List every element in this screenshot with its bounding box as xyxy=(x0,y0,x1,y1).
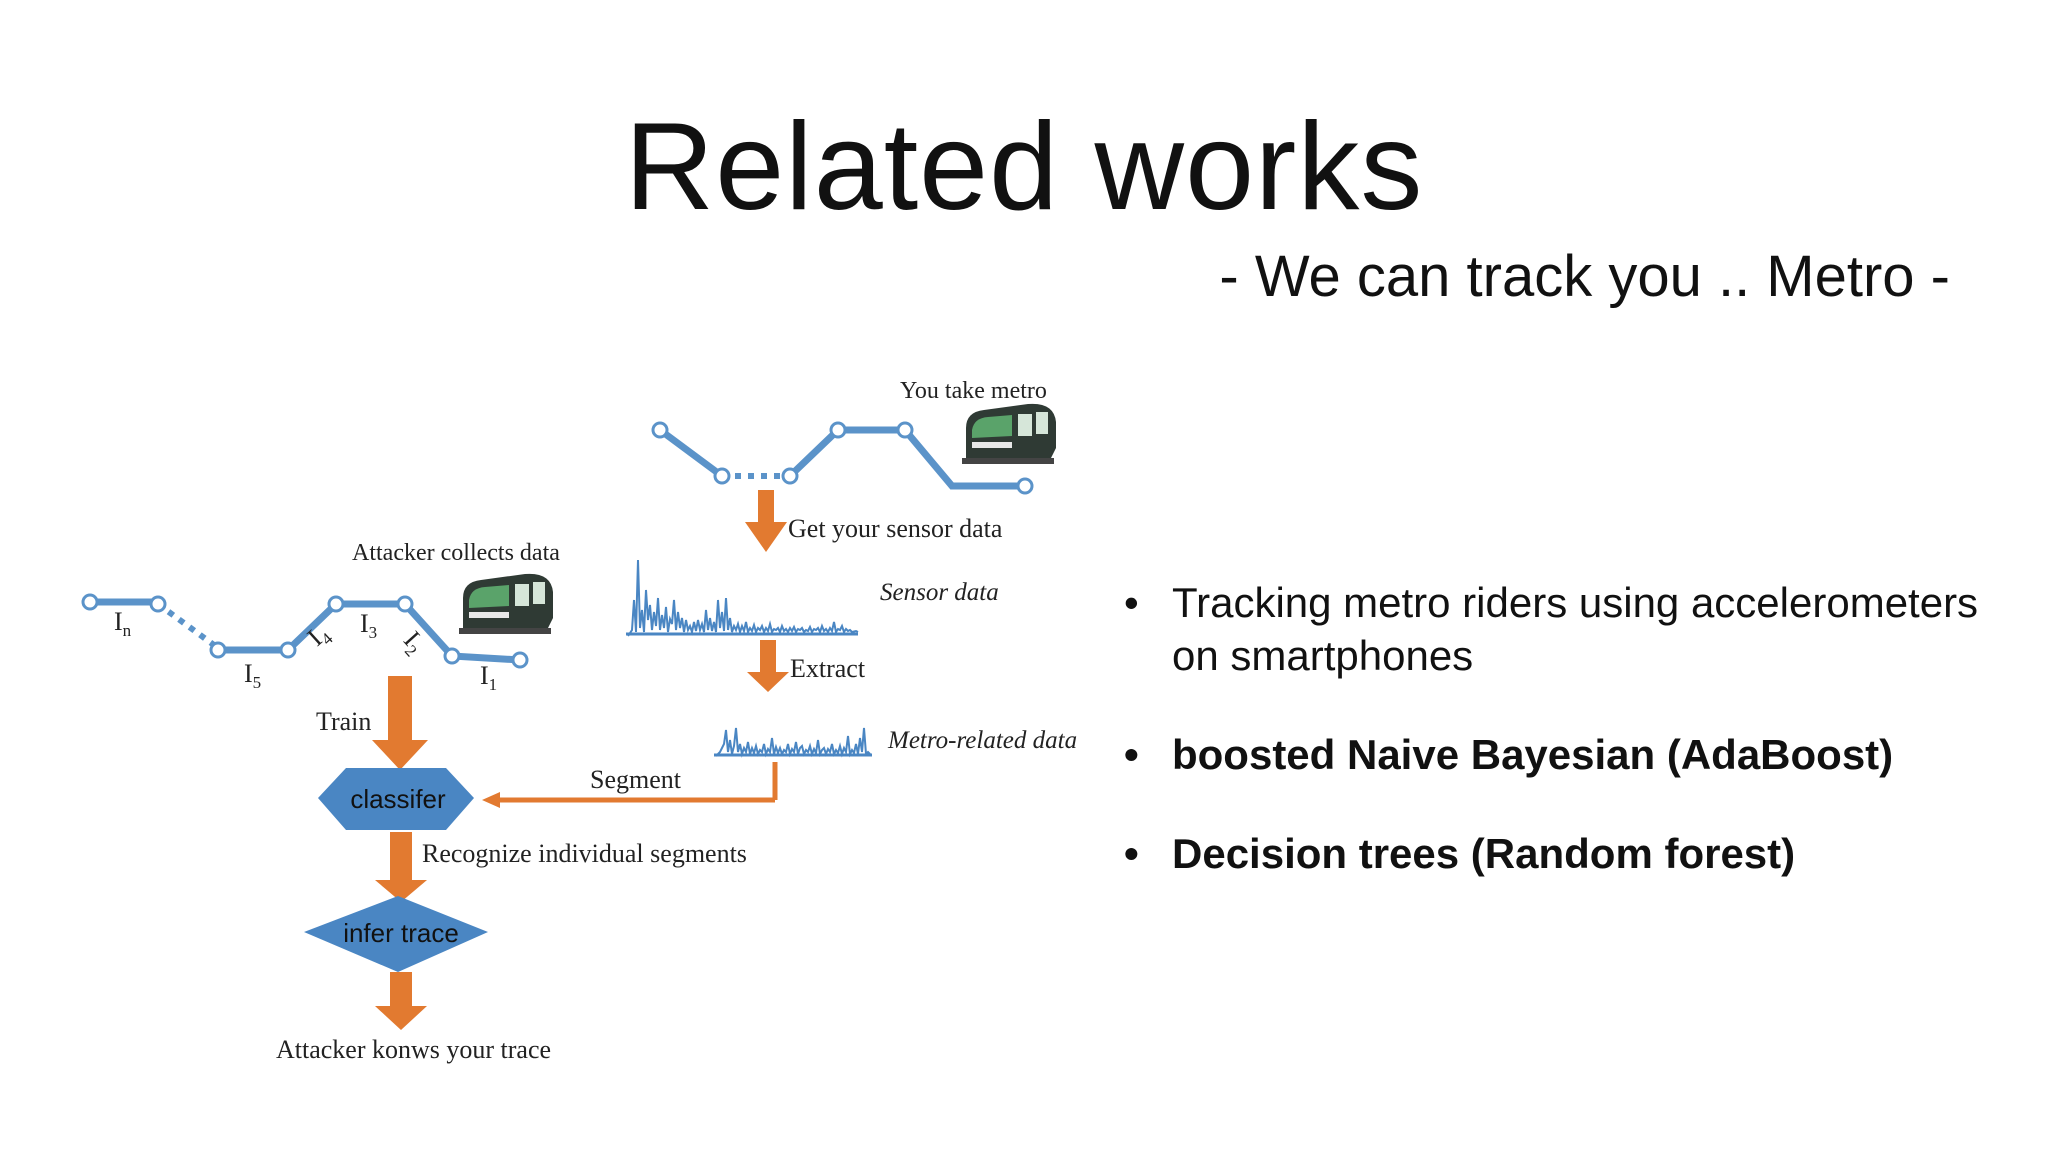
label-you-take-metro: You take metro xyxy=(900,378,1047,404)
bullet-list: • Tracking metro riders using accelerome… xyxy=(1112,576,2012,880)
interval-labels: In I5 I4 I3 I2 I1 xyxy=(114,607,497,694)
label-extract: Extract xyxy=(790,654,866,683)
arrow-train xyxy=(372,676,428,770)
arrow-segment xyxy=(482,762,778,808)
interval-label-1: I1 xyxy=(480,661,497,694)
bullet-icon: • xyxy=(1124,579,1139,626)
label-attacker-collects: Attacker collects data xyxy=(352,540,560,566)
bullet-item: • boosted Naive Bayesian (AdaBoost) xyxy=(1112,728,2012,781)
label-segment: Segment xyxy=(590,765,682,794)
label-classifier: classifer xyxy=(350,784,446,814)
interval-label-5: I5 xyxy=(244,659,261,692)
bullet-item: • Tracking metro riders using accelerome… xyxy=(1112,576,2012,682)
arrow-get-sensor-data xyxy=(745,490,787,552)
label-recognize: Recognize individual segments xyxy=(422,839,747,868)
bullet-text: Decision trees (Random forest) xyxy=(1172,830,1796,877)
metro-related-waveform xyxy=(714,727,872,758)
label-attacker-knows: Attacker konws your trace xyxy=(276,1035,551,1064)
arrow-knows-trace xyxy=(375,972,427,1030)
label-metro-related-data: Metro-related data xyxy=(887,727,1077,754)
arrow-recognize xyxy=(375,832,427,902)
bullet-icon: • xyxy=(1124,830,1139,877)
metro-train-icon xyxy=(962,403,1056,464)
victim-route xyxy=(651,421,1034,495)
interval-label-3: I3 xyxy=(360,609,377,642)
label-get-sensor-data: Get your sensor data xyxy=(788,514,1003,543)
bullet-item: • Decision trees (Random forest) xyxy=(1112,827,2012,880)
slide-title: Related works xyxy=(624,98,1424,236)
metro-train-icon xyxy=(459,573,553,634)
slide-subtitle: - We can track you .. Metro - xyxy=(1219,244,1950,309)
bullet-text: boosted Naive Bayesian (AdaBoost) xyxy=(1172,731,1894,778)
label-infer-trace: infer trace xyxy=(343,918,459,948)
bullet-icon: • xyxy=(1124,731,1139,778)
interval-label-n: In xyxy=(114,607,132,640)
infer-trace-node: infer trace xyxy=(304,896,488,972)
sensor-data-waveform xyxy=(626,559,859,637)
label-train: Train xyxy=(316,707,371,736)
label-sensor-data: Sensor data xyxy=(880,579,999,606)
arrow-extract xyxy=(747,640,789,692)
classifier-node: classifer xyxy=(318,768,474,830)
bullet-text: Tracking metro riders using acceleromete… xyxy=(1172,579,1979,679)
attacker-route xyxy=(81,593,529,669)
